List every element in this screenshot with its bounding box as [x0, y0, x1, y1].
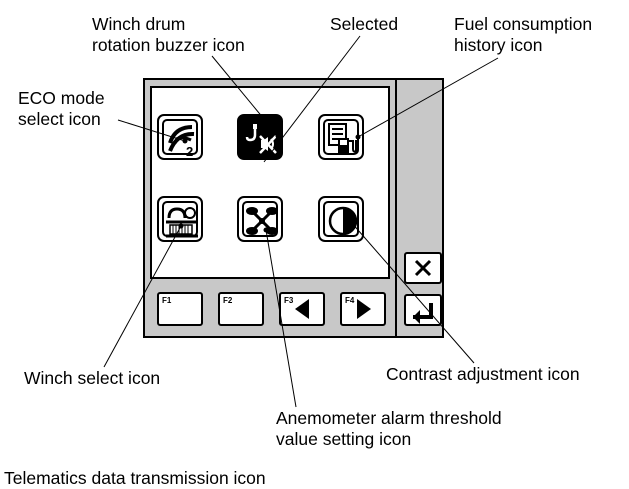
leader-dot-fuel-history [355, 134, 361, 140]
enter-button[interactable] [404, 294, 442, 326]
leader-dot-contrast [348, 219, 354, 225]
selected-label: Selected [330, 14, 399, 34]
leader-dot-winch-drum [275, 133, 281, 139]
f4-key-label: F4 [345, 296, 355, 305]
leader-selected [263, 35, 361, 163]
anemometer-tile[interactable] [237, 196, 283, 242]
close-icon [414, 259, 432, 277]
eco-mode-label: ECO mode select icon [18, 88, 105, 129]
anemometer-label: Anemometer alarm threshold value setting… [276, 408, 502, 449]
winch-drum-buzzer-tile[interactable] [237, 114, 283, 160]
leader-anemometer [265, 229, 297, 408]
winch-select-label: Winch select icon [24, 368, 161, 388]
leader-eco-mode [117, 119, 186, 142]
leader-dot-winch-select [178, 223, 184, 229]
f1-key-label: F1 [162, 296, 172, 305]
close-button[interactable] [404, 252, 442, 284]
winch-select-tile[interactable] [157, 196, 203, 242]
contrast-label: Contrast adjustment icon [386, 364, 580, 384]
right-arrow-icon [357, 299, 371, 319]
leader-dot-eco-mode [182, 138, 188, 144]
anemometer-icon [246, 207, 278, 235]
winch-select-icon [166, 207, 198, 238]
leader-contrast [350, 221, 475, 364]
fuel-history-icon [328, 123, 357, 154]
eco-tile-number: 2 [186, 144, 193, 159]
left-arrow-icon [295, 299, 309, 319]
f1-key[interactable]: F1 [157, 292, 203, 326]
eco-mode-tile[interactable]: 2 [157, 114, 203, 160]
fuel-history-label: Fuel consumption history icon [454, 14, 593, 55]
winch-drum-label: Winch drum rotation buzzer icon [92, 14, 245, 55]
f3-key-label: F3 [284, 296, 294, 305]
f2-key[interactable]: F2 [218, 292, 264, 326]
leader-winch-drum [211, 55, 279, 137]
leader-fuel-history [357, 57, 499, 138]
leader-dot-anemometer [263, 227, 269, 233]
f4-key[interactable]: F4 [340, 292, 386, 326]
enter-icon [413, 303, 433, 324]
telematics-label: Telematics data transmission icon [4, 468, 266, 488]
winch-drum-buzzer-icon [245, 124, 277, 154]
f2-key-label: F2 [223, 296, 233, 305]
leader-winch-select [103, 225, 182, 368]
f3-key[interactable]: F3 [279, 292, 325, 326]
panel-divider [395, 78, 397, 338]
